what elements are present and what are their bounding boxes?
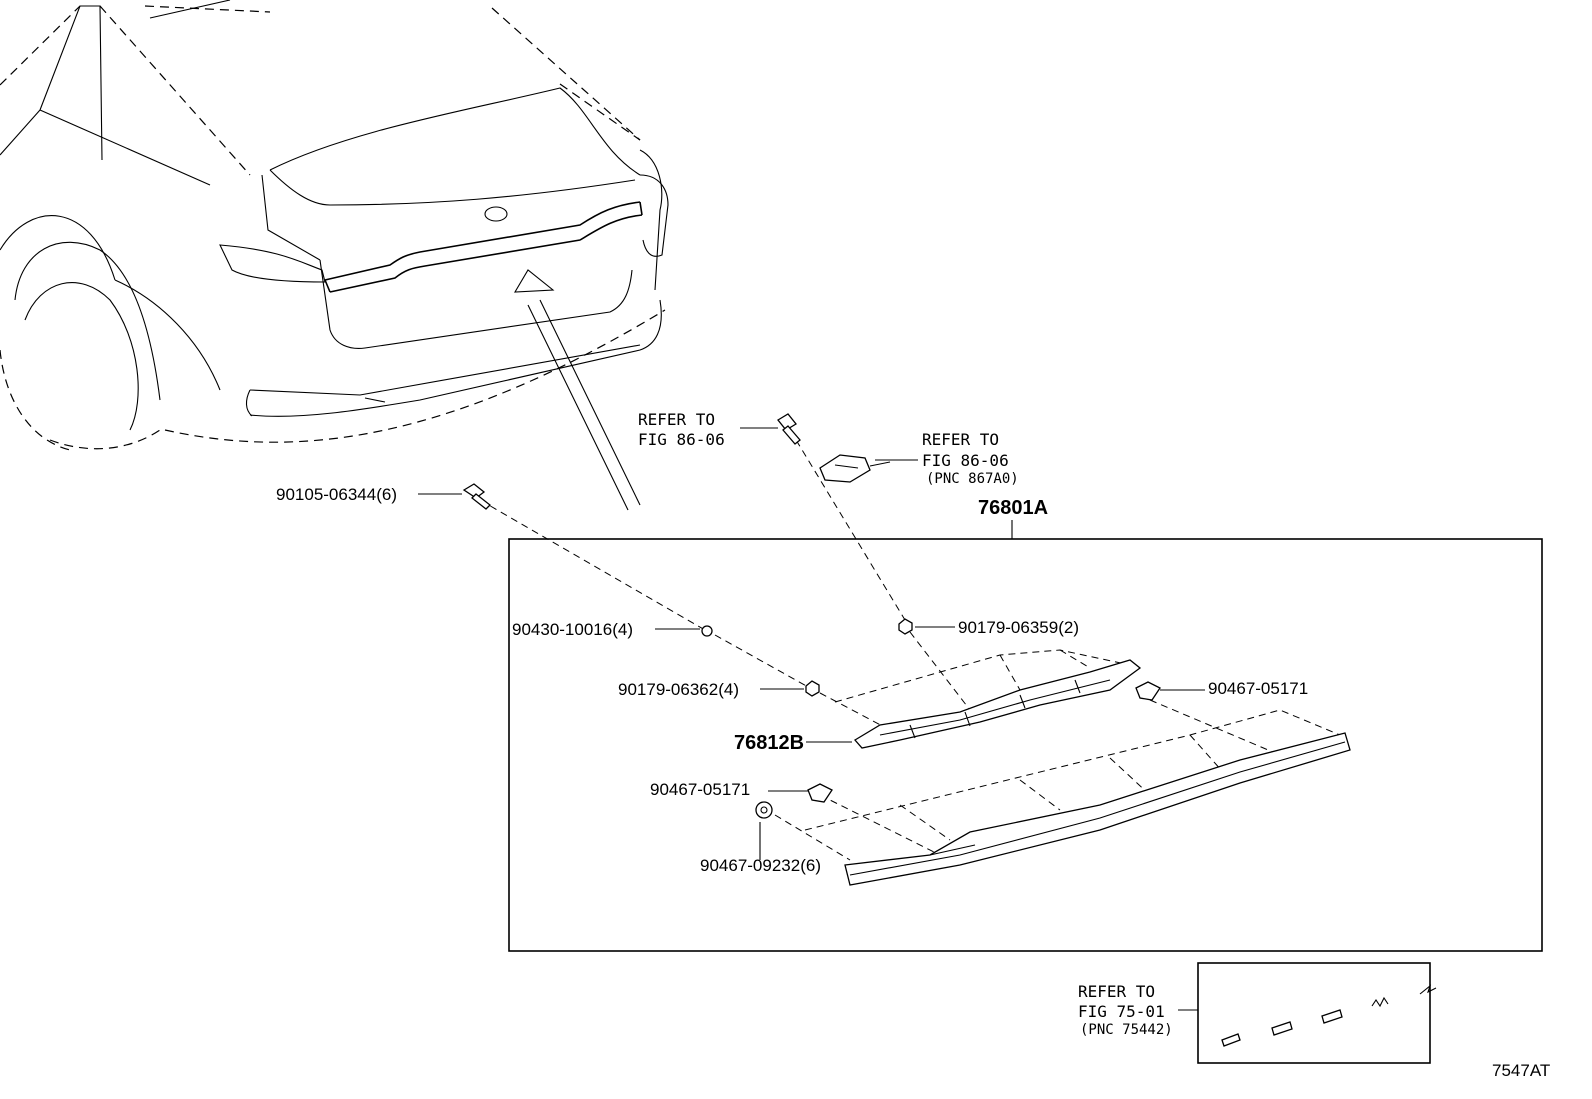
refer-upper-right-line3: (PNC 867A0): [926, 471, 1019, 487]
round-clip-icon: [755, 801, 773, 819]
emblem-box: [1197, 962, 1431, 1064]
refer-upper-left-line2: FIG 86-06: [638, 430, 725, 449]
camera-module-icon: [819, 454, 891, 483]
bracket-icon: [853, 659, 1142, 749]
clip-icon: [807, 783, 833, 803]
vehicle-rear-illustration: [0, 0, 669, 511]
refer-lower-line1: REFER TO: [1078, 982, 1155, 1001]
refer-upper-right-line1: REFER TO: [922, 430, 999, 449]
refer-upper-right-line2: FIG 86-06: [922, 451, 1009, 470]
assembly-number: 76801A: [978, 497, 1048, 519]
nut-right-part-number: 90179-06359(2): [958, 618, 1079, 637]
assembly-guide-lines: [479, 429, 1341, 861]
clip-icon: [1135, 681, 1161, 701]
clip-left-part-number: 90467-05171: [650, 780, 750, 799]
washer-part-number: 90430-10016(4): [512, 620, 633, 639]
round-clip-part-number: 90467-09232(6): [700, 856, 821, 875]
clip-right-part-number: 90467-05171: [1208, 679, 1308, 698]
nut-icon: [805, 680, 820, 697]
screw-icon: [462, 483, 491, 510]
refer-upper-left-line1: REFER TO: [638, 410, 715, 429]
assembly-frame: [508, 538, 1543, 952]
refer-lower-line3: (PNC 75442): [1080, 1022, 1173, 1038]
screw-part-number: 90105-06344(6): [276, 485, 397, 504]
nut-icon: [898, 618, 913, 635]
bracket-number: 76812B: [734, 732, 804, 754]
label-leaders: [418, 427, 1205, 860]
emblem-letters-icon: [1221, 984, 1437, 1047]
screw-icon: [777, 413, 801, 445]
garnish-icon: [844, 732, 1351, 886]
nut-left-part-number: 90179-06362(4): [618, 680, 739, 699]
washer-icon: [701, 625, 713, 637]
figure-code: 7547AT: [1492, 1061, 1550, 1080]
refer-lower-line2: FIG 75-01: [1078, 1002, 1165, 1021]
